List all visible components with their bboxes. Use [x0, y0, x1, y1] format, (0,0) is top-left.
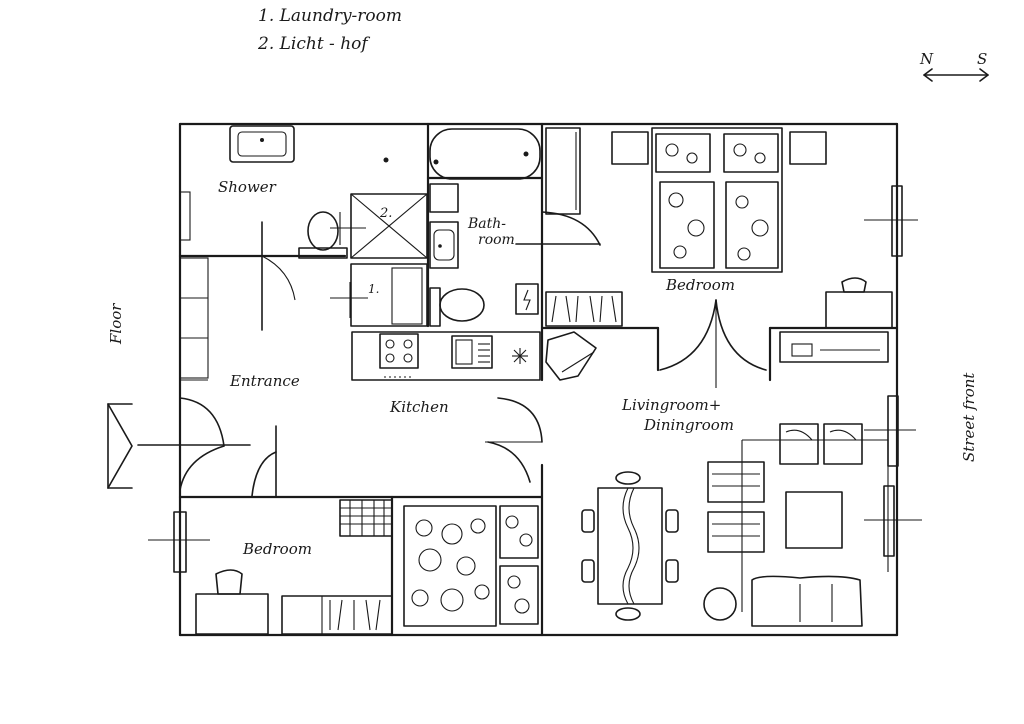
bedroom-south-window: [148, 511, 210, 573]
inner-door: [251, 425, 277, 497]
room-label-bedroom-south: Bedroom: [242, 540, 312, 558]
fixture-dot: [433, 159, 439, 165]
lichthof-marker: 2.: [379, 206, 392, 221]
room-label-kitchen: Kitchen: [389, 398, 449, 416]
bath-cabinet: [429, 183, 459, 213]
lichthof: [350, 193, 428, 259]
living-window-2: [864, 485, 922, 557]
entrance-cabinets: [179, 257, 209, 379]
dresser-icon: [195, 569, 269, 635]
nightstand-icon: [611, 131, 827, 165]
kitchen-door: [485, 397, 543, 483]
living-window-1: [864, 395, 916, 467]
room-label-bedroom-north: Bedroom: [665, 276, 735, 294]
bed-south-icon: [403, 505, 539, 627]
compass-north: N: [919, 50, 934, 68]
sofa-seats-icon: [707, 461, 765, 553]
stairs-landing-icon: [107, 403, 133, 489]
radiator: [179, 191, 191, 241]
room-label-shower: Shower: [218, 178, 277, 196]
bathroom-door: [515, 211, 601, 246]
bedroom-north-door: [659, 299, 767, 388]
electrical-panel-icon: [515, 283, 539, 315]
asterisk-icon: [512, 348, 528, 364]
kitchen-counter: [351, 331, 541, 381]
fixture-dot: [383, 157, 389, 163]
desk-icon: [825, 277, 893, 329]
side-label-floor: Floor: [107, 303, 125, 345]
bath-toilet-icon: [429, 287, 485, 327]
room-label-bathroom-1: Bath-: [467, 216, 506, 232]
washbasin-icon: [429, 221, 459, 269]
legend-licht-hof: 2. Licht - hof: [257, 34, 370, 54]
room-label-entrance: Entrance: [229, 372, 300, 390]
side-label-street-front: Street front: [960, 372, 978, 462]
lounge-chairs-icon: [779, 423, 863, 465]
laundry-marker: 1.: [368, 282, 379, 296]
side-table-icon: [703, 587, 737, 621]
coffee-table-icon: [785, 491, 843, 549]
armchair-icon: [545, 331, 597, 381]
shelf-icon: [545, 291, 623, 327]
bed-north-icon: [651, 127, 783, 273]
legend-laundry-room: 1. Laundry-room: [258, 6, 402, 26]
wardrobe-icon: [281, 595, 393, 635]
entrance-door: [137, 397, 251, 491]
sofa-icon: [751, 575, 863, 627]
wardrobe-north-icon: [545, 127, 581, 215]
compass-south: S: [977, 50, 987, 68]
toilet-icon: [298, 211, 348, 259]
compass-arrow-icon: [923, 68, 989, 82]
kitchen-sink-icon: [451, 335, 493, 369]
bedroom-north-window: [864, 185, 918, 257]
laundry-room: [330, 263, 428, 327]
tv-unit-icon: [779, 331, 889, 363]
bathtub-icon: [429, 128, 541, 180]
dining-table-icon: [581, 471, 679, 621]
room-label-bathroom-2: room: [478, 232, 515, 248]
stove-icon: [379, 333, 419, 378]
room-label-living-1: Livingroom+: [621, 396, 721, 414]
sink-icon: [229, 125, 295, 163]
shower-door: [261, 212, 366, 331]
room-label-living-2: Diningroom: [643, 416, 734, 434]
stair-treads-icon: [339, 499, 393, 537]
